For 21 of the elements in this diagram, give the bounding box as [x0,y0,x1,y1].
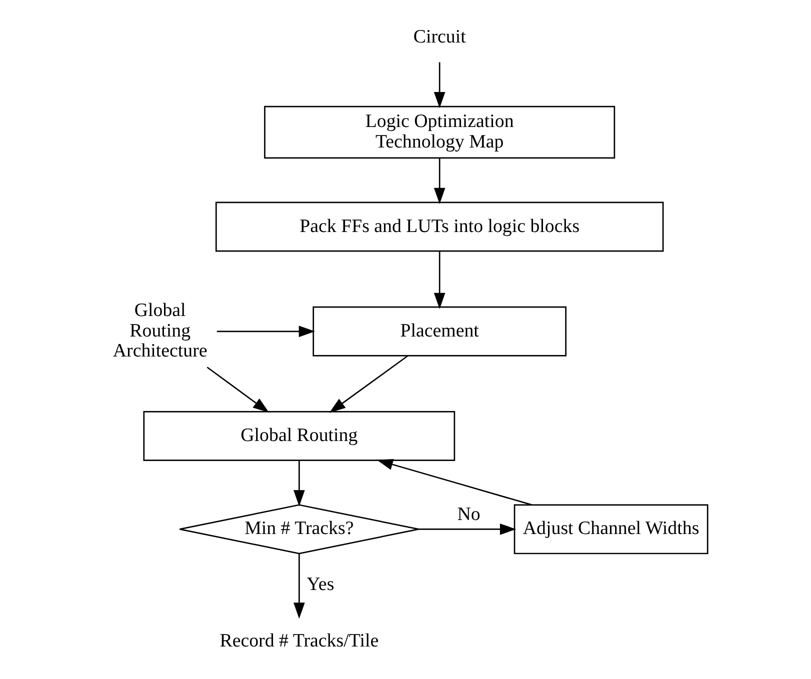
arrow [329,355,408,413]
node-box: Pack FFs and LUTs into logic blocks [215,202,664,252]
node-box: Placement [312,306,566,356]
edge-label: Yes [306,574,334,596]
arrow [216,326,316,338]
node-box: Global Routing [143,411,456,462]
arrow [434,158,446,204]
arrow [376,458,532,506]
node-box: Adjust Channel Widths [514,504,708,554]
arrow [294,460,305,506]
arrow [418,524,516,535]
arrow [434,251,446,310]
arrow [294,554,305,619]
node-box: Logic Optimization Technology Map [264,106,616,159]
edge-label: No [457,504,480,526]
node-diamond: Min # Tracks? [179,504,420,554]
arrow [206,366,270,413]
arrow [434,62,446,108]
node-text: Record # Tracks/Tile [220,630,379,652]
node-text: Global Routing Architecture [112,300,208,362]
node-text: Circuit [413,26,466,48]
